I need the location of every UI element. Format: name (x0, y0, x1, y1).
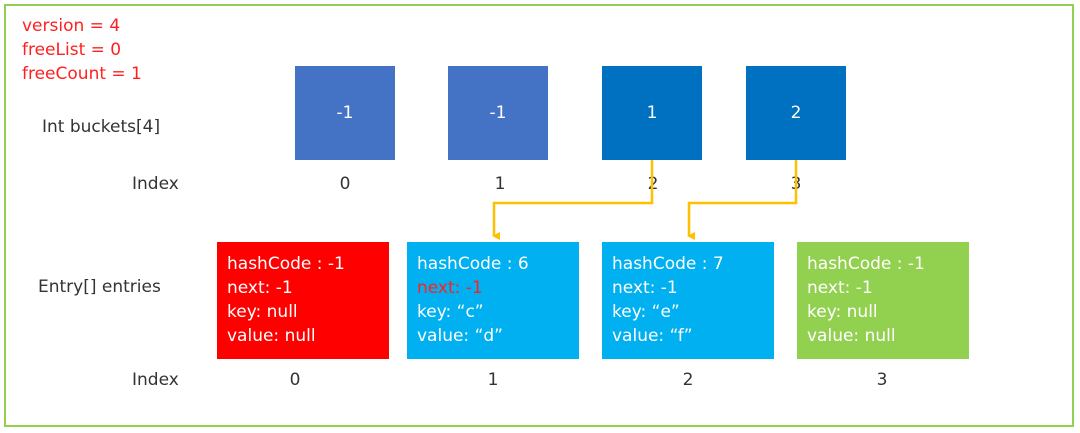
bucket-value: 2 (790, 103, 802, 123)
bucket-3: 2 (746, 66, 846, 160)
entry-value: value: null (227, 326, 316, 346)
entry-1: hashCode : 6 next: -1 key: “c” value: “d… (407, 242, 579, 359)
entry-key: key: “c” (417, 302, 484, 322)
entry-index-3: 3 (876, 370, 888, 390)
entry-next: next: -1 (417, 278, 483, 298)
version-text: version = 4 (22, 16, 121, 36)
entry-index-0: 0 (289, 370, 301, 390)
freelist-text: freeList = 0 (22, 40, 122, 60)
bucket-value: -1 (489, 103, 507, 123)
entry-next: next: -1 (227, 278, 293, 298)
entry-0: hashCode : -1 next: -1 key: null value: … (217, 242, 389, 359)
bucket-2: 1 (602, 66, 702, 160)
entry-hashcode: hashCode : 6 (417, 254, 529, 274)
entry-next: next: -1 (807, 278, 873, 298)
bucket-0: -1 (295, 66, 395, 160)
bucket-1: -1 (448, 66, 548, 160)
entry-index-2: 2 (682, 370, 694, 390)
bucket-index-1: 1 (494, 174, 506, 194)
arrow-bucket3-to-entry2 (687, 160, 798, 240)
entry-index-label: Index (132, 370, 179, 390)
entry-value: value: “f” (612, 326, 693, 346)
entry-hashcode: hashCode : 7 (612, 254, 724, 274)
entry-2: hashCode : 7 next: -1 key: “e” value: “f… (602, 242, 774, 359)
bucket-index-0: 0 (339, 174, 351, 194)
entry-next: next: -1 (612, 278, 678, 298)
diagram-frame (4, 4, 1074, 427)
buckets-label: Int buckets[4] (42, 117, 161, 137)
entry-hashcode: hashCode : -1 (227, 254, 345, 274)
entries-label: Entry[] entries (38, 277, 161, 297)
entry-key: key: “e” (612, 302, 680, 322)
entry-key: key: null (227, 302, 298, 322)
entry-hashcode: hashCode : -1 (807, 254, 925, 274)
entry-3: hashCode : -1 next: -1 key: null value: … (797, 242, 969, 359)
bucket-value: 1 (646, 103, 658, 123)
arrow-bucket2-to-entry1 (492, 160, 654, 240)
freecount-text: freeCount = 1 (22, 64, 142, 84)
entry-key: key: null (807, 302, 878, 322)
entry-value: value: “d” (417, 326, 503, 346)
bucket-value: -1 (336, 103, 354, 123)
entry-value: value: null (807, 326, 896, 346)
entry-index-1: 1 (487, 370, 499, 390)
bucket-index-label: Index (132, 174, 179, 194)
